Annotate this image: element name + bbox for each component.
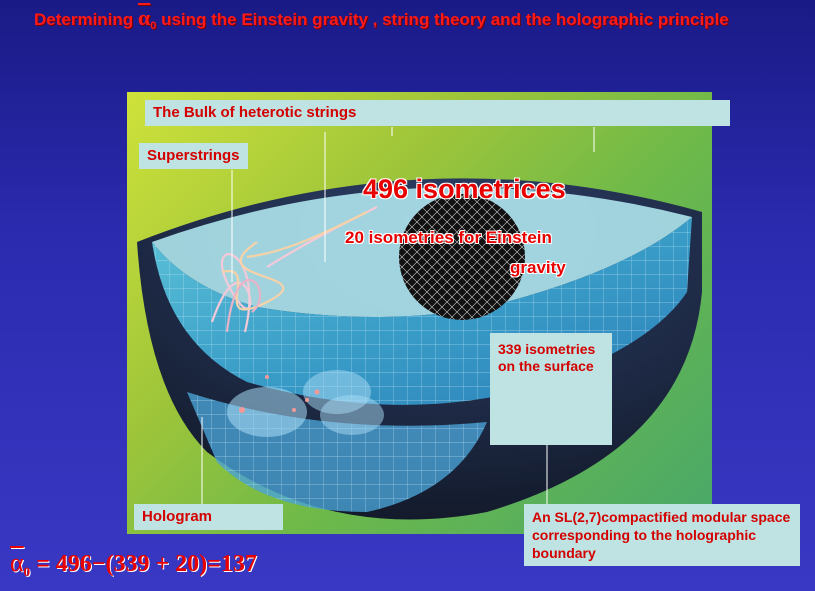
formula-alpha-symbol: α [10, 548, 24, 577]
strings-tangle [210, 206, 378, 333]
formula-subscript: 0 [23, 564, 31, 579]
hologram-label: Hologram [134, 504, 283, 530]
alpha-subscript: 0 [150, 20, 157, 32]
hologram-blob [320, 395, 384, 435]
superstrings-label: Superstrings [139, 143, 248, 169]
slide-title: Determining α0 using the Einstein gravit… [34, 5, 804, 36]
alpha-symbol: α [137, 5, 151, 30]
boundary-label: An SL(2,7)compactified modular space cor… [524, 504, 800, 566]
bulk-label: The Bulk of heterotic strings [145, 100, 730, 126]
title-prefix: Determining [34, 10, 134, 29]
title-suffix: using the Einstein gravity , string theo… [161, 10, 729, 29]
surface-isometries-label: 339 isometries on the surface [490, 333, 612, 445]
einstein-label-line2: gravity [510, 258, 566, 277]
hologram-blob [227, 387, 307, 437]
formula-expression: = 496−(339 + 20)=137 [36, 551, 257, 577]
alpha-formula: α0 = 496−(339 + 20)=137 [10, 548, 257, 580]
isometries-496-label: 496 isometrices [363, 174, 566, 204]
einstein-label-line1: 20 isometries for Einstein [345, 228, 552, 247]
